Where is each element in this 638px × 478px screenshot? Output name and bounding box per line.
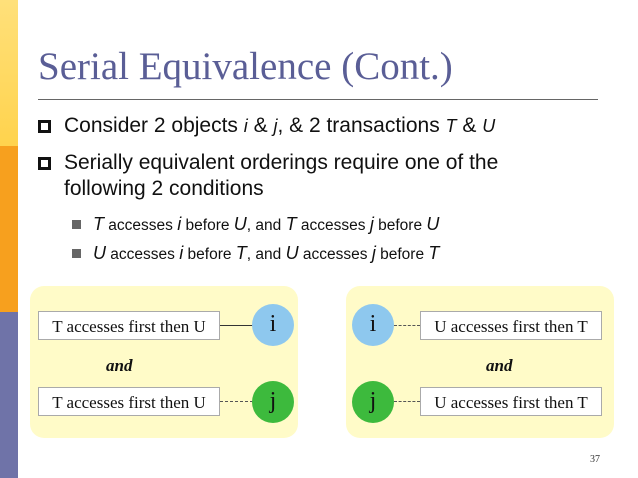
box-t-first-top: T accesses first then U	[38, 311, 220, 340]
bullet-square-icon	[38, 157, 51, 170]
var: U	[233, 214, 247, 234]
box-u-first-top: U accesses first then T	[420, 311, 602, 340]
diagram-panel-left: T accesses first then U i and T accesses…	[30, 286, 298, 438]
and-label: and	[486, 356, 513, 375]
box-t-first-bottom: T accesses first then U	[38, 387, 220, 416]
var-j: j	[273, 116, 278, 136]
var: U	[93, 243, 106, 263]
connector-dashed	[394, 325, 420, 326]
text-segment: Consider 2 objects	[64, 114, 244, 137]
box-u-first-bottom: U accesses first then T	[420, 387, 602, 416]
var: T	[285, 214, 297, 234]
var: i	[179, 243, 184, 263]
text-segment: &	[247, 114, 274, 137]
and-label: and	[106, 356, 133, 375]
accent-bar-yellow	[0, 0, 18, 146]
sub-bullet-t-before-u: T accesses i before U, and T accesses j …	[72, 214, 439, 235]
object-j-circle: j	[352, 381, 394, 423]
sub-bullet-square-icon	[72, 249, 81, 258]
title-divider	[38, 99, 598, 100]
text-segment: before	[183, 246, 236, 263]
sub-bullet-square-icon	[72, 220, 81, 229]
object-j-circle: j	[252, 381, 294, 423]
text-segment: accesses	[104, 217, 178, 234]
var: T	[428, 243, 440, 263]
bullet-text-line1: Serially equivalent orderings require on…	[64, 151, 499, 174]
connector-solid	[220, 325, 253, 326]
connector-dashed	[220, 401, 253, 402]
bullet-consider-objects: Consider 2 objects i & j, & 2 transactio…	[38, 113, 495, 139]
var-i: i	[243, 116, 248, 136]
var: T	[235, 243, 247, 263]
var: j	[369, 214, 374, 234]
text-segment: before	[373, 217, 427, 234]
var: j	[371, 243, 376, 263]
accent-bar-blue	[0, 312, 18, 478]
var-U: U	[482, 116, 496, 136]
text-segment: , & 2 transactions	[277, 114, 446, 137]
bullet-text-line2: following 2 conditions	[64, 177, 264, 200]
sub-bullet-u-before-t: U accesses i before T, and U accesses j …	[72, 243, 439, 264]
text-segment: accesses	[106, 246, 180, 263]
accent-bar-orange	[0, 146, 18, 312]
text-segment: , and	[246, 217, 286, 234]
bullet-serially-equivalent: Serially equivalent orderings require on…	[38, 150, 498, 202]
var: T	[93, 214, 104, 234]
object-i-circle: i	[352, 304, 394, 346]
text-segment: accesses	[298, 246, 372, 263]
page-number: 37	[590, 454, 600, 465]
var-T: T	[445, 116, 457, 136]
text-segment: before	[375, 246, 429, 263]
bullet-text: Consider 2 objects i & j, & 2 transactio…	[38, 113, 495, 139]
slide-title: Serial Equivalence (Cont.)	[38, 45, 453, 88]
var: i	[177, 214, 182, 234]
object-i-circle: i	[252, 304, 294, 346]
connector-dashed	[394, 401, 420, 402]
var: U	[426, 214, 440, 234]
var: U	[285, 243, 299, 263]
bullet-square-icon	[38, 120, 51, 133]
text-segment: accesses	[296, 217, 370, 234]
diagram-panel-right: i U accesses first then T and j U access…	[346, 286, 614, 438]
text-segment: &	[456, 114, 483, 137]
text-segment: , and	[246, 246, 286, 263]
text-segment: before	[181, 217, 234, 234]
